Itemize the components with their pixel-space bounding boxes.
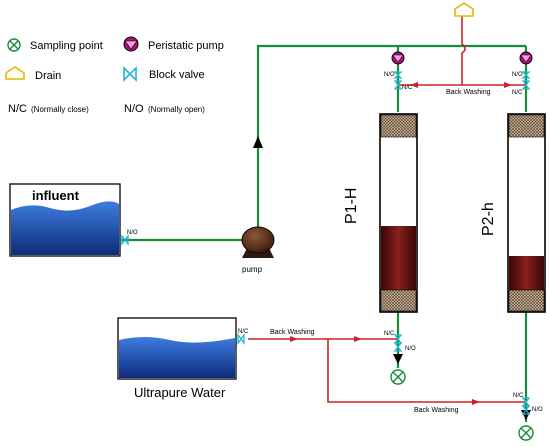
legend-sampling-point: Sampling point	[30, 40, 103, 52]
block-valve-ultrapure-icon	[237, 333, 245, 345]
p1-outlet-arrow-icon	[393, 354, 403, 364]
sampling-point-p2-icon	[518, 425, 534, 441]
column-p2-label: P2-h	[480, 202, 497, 236]
valve-tag-p2-bw: N/C	[512, 90, 523, 96]
block-valve-p2-bw-icon	[521, 80, 531, 90]
drain-line	[461, 16, 466, 85]
backwash-arrows	[290, 82, 512, 405]
block-valve-p1-top-icon	[393, 71, 403, 79]
valve-tags: N/O N/O N/C N/O N/C N/C N/C N/O N/C N/O	[127, 72, 543, 413]
backwash-arrow-icon	[290, 336, 298, 342]
pump-riser-line	[256, 44, 526, 230]
valve-tag-p1-top: N/O	[384, 72, 395, 78]
block-valve-influent-icon	[121, 234, 129, 246]
back-washing-label-lower: Back Washing	[414, 407, 459, 414]
valve-tag-p2-out-nc: N/C	[513, 393, 524, 399]
influent-tank	[9, 183, 121, 257]
influent-label: influent	[32, 188, 80, 203]
block-valve-p2-top-icon	[521, 71, 531, 79]
legend-no-abbr: N/O	[124, 103, 144, 115]
valve-tag-p2-top: N/O	[512, 72, 523, 78]
sampling-point-p1-icon	[390, 369, 406, 385]
pump-icon	[241, 226, 275, 258]
backwash-arrow-icon	[472, 399, 480, 405]
sampling-point-icon	[7, 38, 21, 52]
column-p1-label: P1-H	[343, 188, 360, 224]
legend: Sampling point Peristatic pump Drain Blo…	[5, 36, 224, 115]
valve-tag-p1-out-no: N/O	[405, 346, 416, 352]
backwash-arrow-icon	[354, 336, 362, 342]
column-p1	[379, 113, 418, 313]
legend-drain: Drain	[35, 70, 61, 82]
legend-no-desc: (Normally open)	[148, 105, 205, 114]
drain-icon	[454, 2, 474, 17]
lower-backwash-line	[327, 339, 526, 403]
pump-label: pump	[242, 265, 263, 274]
legend-block-valve: Block valve	[149, 69, 205, 81]
valve-tag-p2-out-no: N/O	[532, 407, 543, 413]
block-valve-icon	[123, 66, 137, 82]
back-washing-label-top: Back Washing	[446, 89, 491, 96]
legend-nc-desc: (Normally close)	[31, 105, 89, 114]
valve-tag-p1-bw: N/C	[402, 85, 413, 91]
backwash-arrow-icon	[410, 82, 418, 88]
block-valves	[121, 71, 531, 415]
valve-tag-p1-out-nc: N/C	[384, 331, 395, 337]
peristaltic-pump-p1-icon	[391, 51, 405, 65]
peristaltic-pump-icon	[123, 36, 139, 52]
p2-outlet-arrow-icon	[521, 410, 531, 420]
legend-nc-abbr: N/C	[8, 103, 27, 115]
block-valve-p1-bw-icon	[393, 80, 403, 90]
ultrapure-tank	[117, 317, 237, 380]
backwash-arrow-icon	[504, 82, 512, 88]
back-washing-label-ultrapure: Back Washing	[270, 329, 315, 336]
peristaltic-pump-p2-icon	[519, 51, 533, 65]
block-valve-p2-out-no-icon	[521, 405, 531, 415]
drain-icon	[5, 66, 25, 80]
feed-arrow-icon	[253, 136, 263, 148]
block-valve-p1-out-no-icon	[393, 342, 403, 352]
legend-peristaltic-pump: Peristatic pump	[148, 40, 224, 52]
column-p2	[507, 113, 546, 313]
valve-tag-influent: N/O	[127, 230, 138, 236]
ultrapure-label: Ultrapure Water	[134, 385, 226, 400]
valve-tag-ultrapure: N/C	[238, 329, 249, 335]
